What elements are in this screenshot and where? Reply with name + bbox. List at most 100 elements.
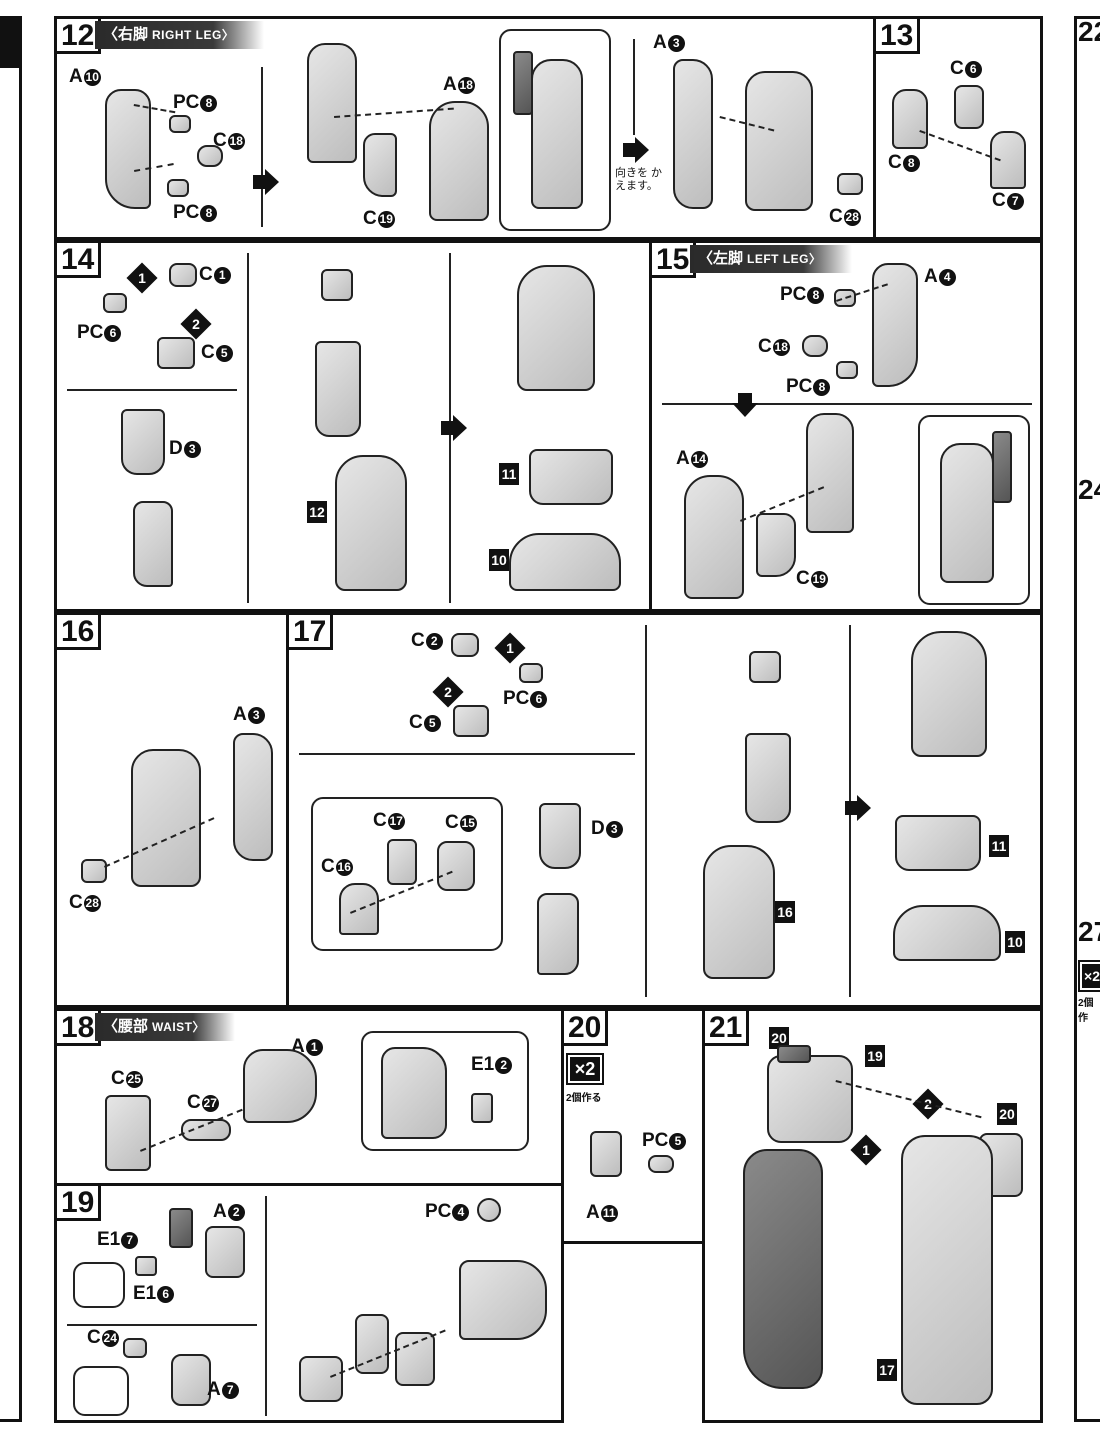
part-pc6 (519, 663, 543, 683)
part-leg-16 (131, 749, 201, 887)
step-13-number: 13 (876, 19, 921, 54)
part-c2 (451, 633, 479, 657)
step-14-v-divider-1 (247, 253, 249, 603)
part-c27 (181, 1119, 231, 1141)
step-20-number: 20 (564, 1011, 609, 1046)
part-a11 (590, 1131, 622, 1177)
step-14-h-divider (67, 389, 237, 391)
step-17-order-2: 2 (432, 676, 464, 708)
right-edge-panel (1074, 16, 1100, 1422)
part-c28 (81, 859, 107, 883)
part-e16 (135, 1256, 157, 1276)
step-19-inset-1 (73, 1262, 125, 1308)
step-21-panel: 21 20 19 2 20 1 14 17 (702, 1008, 1043, 1423)
step-19-v-divider (265, 1196, 267, 1416)
step-12-arrow-1 (253, 169, 279, 195)
part-knee-frame-14 (133, 501, 173, 587)
part-pc8-top (169, 115, 191, 133)
part-thigh-frame-17 (745, 733, 791, 823)
inset-12-pivot (513, 51, 533, 115)
part-leg-16-ref (703, 845, 775, 979)
part-a2 (205, 1226, 245, 1278)
part-c28 (837, 173, 863, 195)
step-12-note: 向きを かえます。 (615, 167, 663, 192)
step-20-x2-note: 2個作る (566, 1093, 602, 1104)
ref-step-17: 17 (877, 1359, 897, 1381)
left-edge-black-bar (0, 16, 22, 68)
part-knee-frame-17 (537, 893, 579, 975)
step-15-title-jp: 〈左脚 (698, 250, 744, 267)
ref-step-11: 11 (989, 835, 1009, 857)
part-e17 (169, 1208, 193, 1248)
part-waist-top-21 (777, 1045, 811, 1063)
part-pc6 (103, 293, 127, 313)
part-c25 (105, 1095, 151, 1171)
inset-12-frame (531, 59, 583, 209)
part-c16 (339, 883, 379, 935)
part-pc5 (648, 1155, 674, 1173)
part-a1 (243, 1049, 317, 1123)
step-12-arrow-2 (623, 137, 649, 163)
part-thigh-frame-14 (315, 341, 361, 437)
step-15-inset (918, 415, 1030, 605)
step-21-number: 21 (705, 1011, 750, 1046)
inset-15-pivot (992, 431, 1012, 503)
edge-x2-note: 2個作 (1078, 998, 1094, 1024)
step-12-title-en: RIGHT LEG〉 (152, 28, 235, 42)
part-c8-body (892, 89, 928, 149)
step-18-title-jp: 〈腰部 (103, 1018, 149, 1035)
part-11-ref (895, 815, 981, 871)
part-pc8-bottom (167, 179, 189, 197)
part-leg-17-assembled (901, 1135, 993, 1405)
part-upper-leg-17 (911, 631, 987, 757)
part-10-ref (893, 905, 1001, 961)
step-12-divider-1 (261, 67, 263, 227)
part-c19 (363, 133, 397, 197)
step-14-arrow (441, 415, 467, 441)
part-e12 (471, 1093, 493, 1123)
part-joint-14 (321, 269, 353, 301)
step-17-order-1: 1 (494, 632, 526, 664)
part-a3-armor (233, 733, 273, 861)
part-leg-12-ref (335, 455, 407, 591)
step-16-number: 16 (57, 615, 102, 650)
step-14-number: 14 (57, 243, 102, 278)
part-pc8-top (834, 289, 856, 307)
part-a7 (171, 1354, 211, 1406)
